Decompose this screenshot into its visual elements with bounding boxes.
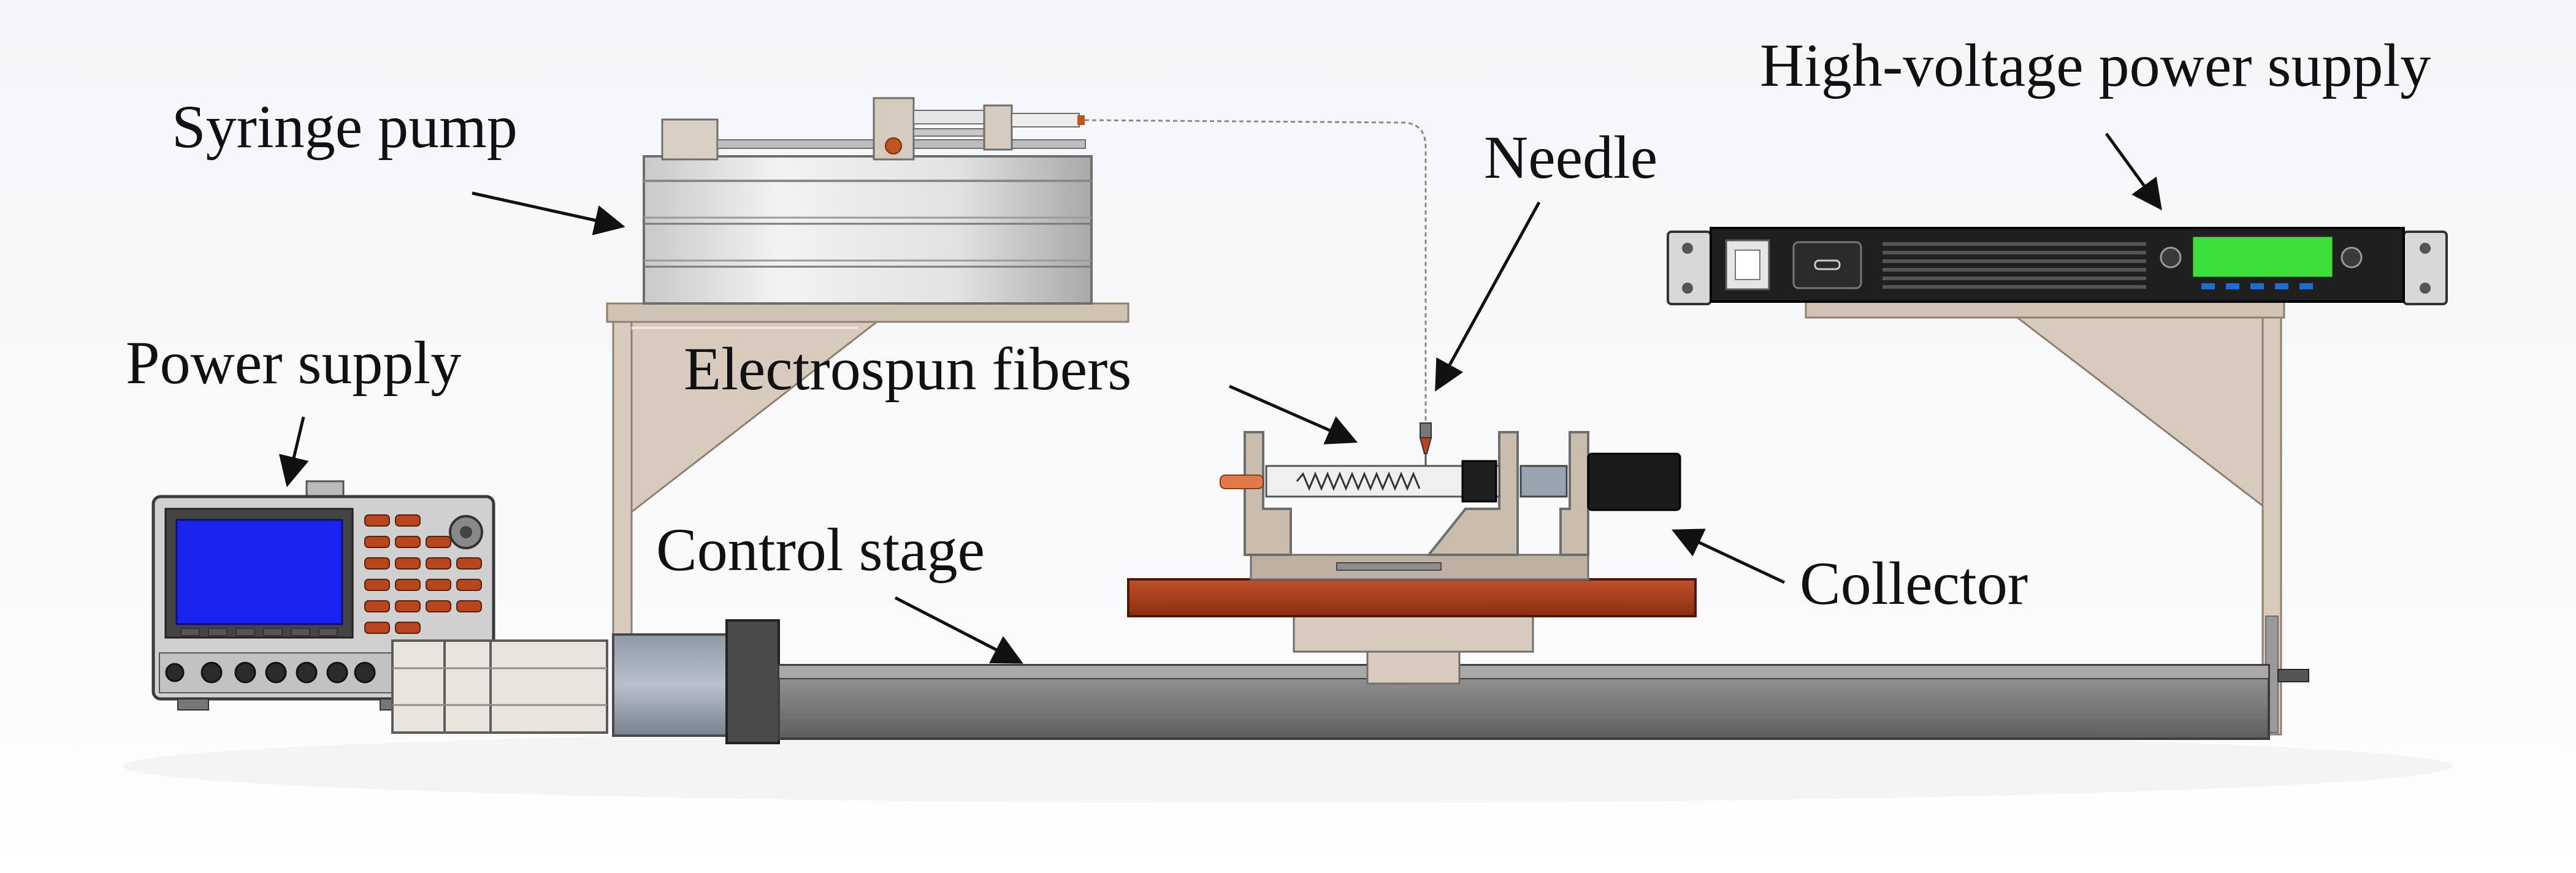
needle-arrow [1435,201,1541,392]
leader-arrows [278,132,2162,664]
electrospun-fibers-label: Electrospun fibers [684,335,1131,403]
syringe-pump-arrow [472,191,625,235]
power-supply-label: Power supply [126,329,461,397]
electrospun-fibers-arrow [1228,384,1358,444]
right-support-frame [1805,299,2285,736]
needle-label: Needle [1484,123,1657,191]
high-voltage-power-supply-label: High-voltage power supply [1760,31,2431,99]
high-voltage-power-supply-arrow [2104,132,2162,211]
collector-label: Collector [1800,549,2028,617]
left-support-frame [606,302,1129,636]
power-supply-arrow [278,416,309,487]
collector-arrow [1671,528,1786,584]
floor-shadow [123,730,2453,803]
power-supply-device [151,480,495,711]
syringe-pump-label: Syringe pump [172,93,518,161]
control-stage-label: Control stage [656,516,985,584]
control-stage-device [391,619,2309,744]
feed-tube [1084,119,1427,423]
control-stage-arrow [894,596,1023,664]
collector-assembly [1127,431,1697,685]
high-voltage-power-supply-device [1667,227,2448,305]
syringe-pump [643,97,1093,305]
needle-device [1419,422,1432,466]
